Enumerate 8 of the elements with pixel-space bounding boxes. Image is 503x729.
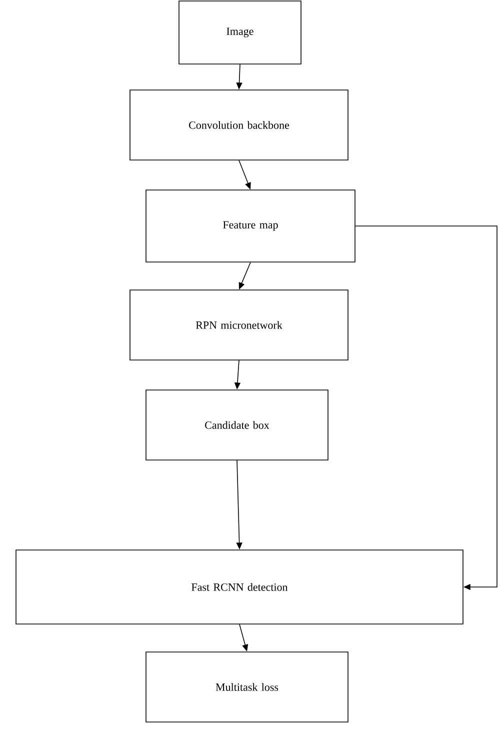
arrow: [355, 226, 498, 590]
process-box: Multitask loss: [146, 652, 348, 722]
process-box: Convolution backbone: [130, 90, 348, 160]
process-box: RPN micronetwork: [130, 290, 348, 360]
process-box: Candidate box: [146, 390, 328, 460]
process-box: Fast RCNN detection: [16, 550, 464, 624]
process-box: Feature map: [146, 190, 356, 262]
process-box: Image: [178, 0, 302, 64]
